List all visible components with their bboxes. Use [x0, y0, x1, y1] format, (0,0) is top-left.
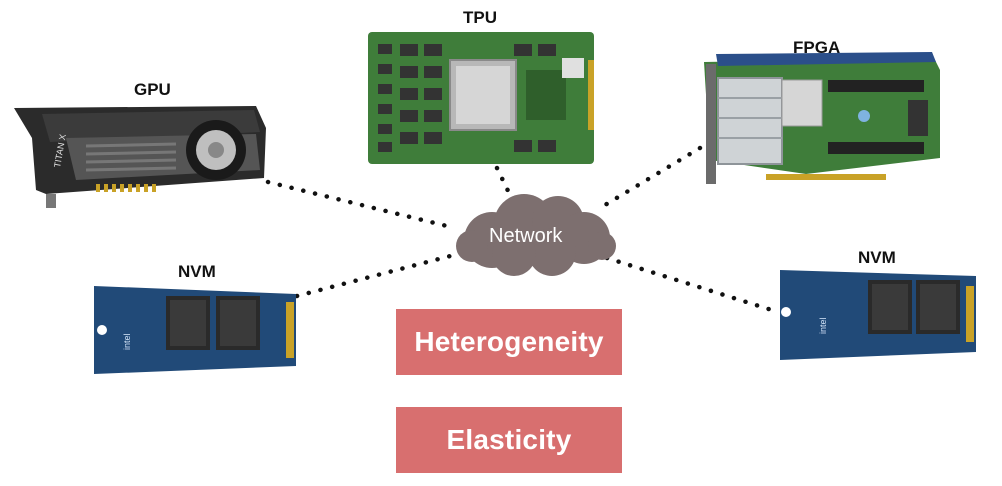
gpu-label: GPU [134, 80, 171, 99]
link-nvmleft-network [294, 251, 461, 299]
svg-text:intel: intel [818, 317, 828, 334]
tpu-label: TPU [463, 8, 497, 27]
nvm-right-label: NVM [858, 248, 896, 267]
fpga-label: FPGA [793, 38, 841, 57]
network-cloud-icon [456, 194, 616, 276]
heterogeneity-pill: Heterogeneity [396, 309, 622, 375]
gpu-card-icon: TITAN X [14, 106, 266, 208]
link-fpga-network [597, 145, 703, 211]
tpu-board-icon [368, 32, 594, 164]
network-label: Network [489, 225, 563, 247]
link-tpu-network [494, 165, 513, 198]
link-gpu-network [265, 179, 458, 231]
nvm-left-stick-icon: intel [94, 286, 296, 374]
fpga-board-icon [704, 52, 940, 184]
nvm-left-label: NVM [178, 262, 216, 281]
elasticity-pill: Elasticity [396, 407, 622, 473]
link-nvmright-network [604, 255, 781, 315]
nvm-right-stick-icon: intel [780, 270, 976, 360]
svg-text:intel: intel [122, 333, 132, 350]
